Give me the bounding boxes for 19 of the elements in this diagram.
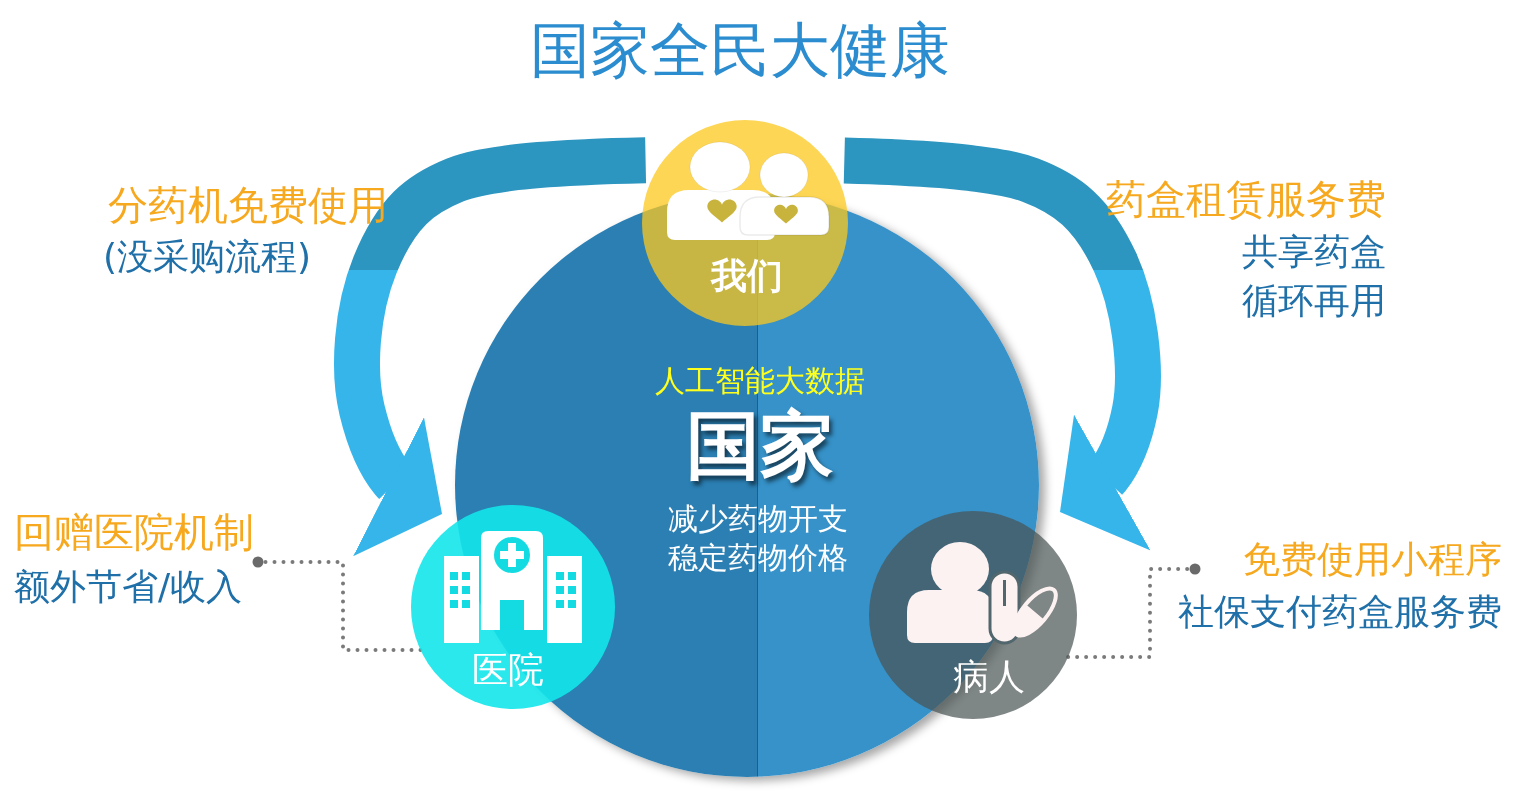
annotation-text: 共享药盒 <box>1242 230 1386 274</box>
annotation-text: (没采购流程) <box>103 235 312 279</box>
circle-text: 减少药物开支 <box>668 501 848 537</box>
dotted-leader-line <box>252 556 423 652</box>
annotation-text: 药盒租赁服务费 <box>1106 175 1386 223</box>
subtitle-text: 人工智能大数据 <box>655 363 865 399</box>
circle-heading: 国家 <box>686 400 834 490</box>
body-text: 社保支付药盒服务费 <box>1178 590 1502 634</box>
circle-label: 病人 <box>953 655 1025 699</box>
annotation-text: 分药机免费使用 <box>108 181 388 229</box>
title: 国家全民大健康 <box>530 14 950 86</box>
annotation-text: 循环再用 <box>1242 279 1386 323</box>
body-text: 额外节省/收入 <box>14 565 244 609</box>
dotted-leader-line <box>1066 563 1201 659</box>
heading-text: 免费使用小程序 <box>1242 538 1502 583</box>
heading-text: 回赠医院机制 <box>14 508 254 556</box>
circle-label: 医院 <box>472 648 544 692</box>
circle-text: 稳定药物价格 <box>668 540 848 576</box>
circle-label: 我们 <box>711 254 783 298</box>
